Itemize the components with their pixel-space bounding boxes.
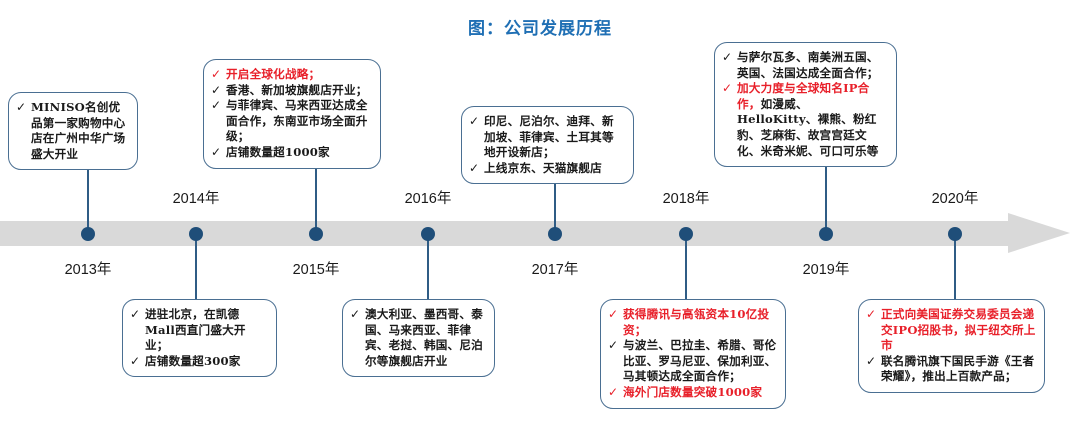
callout-item-text: 香港、新加坡旗舰店开业；	[226, 82, 368, 97]
timeline-year-label: 2017年	[531, 262, 579, 278]
check-icon: ✓	[350, 307, 361, 321]
callout-box-2015[interactable]: ✓ 开启全球化战略； ✓ 香港、新加坡旗舰店开业； ✓ 与菲律宾、马来西亚达成全面合作，东…	[203, 59, 381, 169]
check-icon: ✓	[211, 82, 222, 97]
page-title: 图：公司发展历程	[468, 19, 612, 39]
check-icon: ✓	[16, 100, 27, 114]
callout-item: ✓ 店铺数量超300家	[130, 354, 268, 370]
callout-item-text: 联名腾讯旗下国民手游《王者荣耀》，推出上百款产品；	[881, 353, 1035, 384]
callout-item: ✓ 上线京东、天猫旗舰店	[469, 161, 625, 177]
callout-item-text: 获得腾讯与高瓴资本10亿投资；	[623, 307, 770, 337]
callout-box-2017[interactable]: ✓ 印尼、尼泊尔、迪拜、新加坡、菲律宾、土耳其等地开设新店； ✓ 上线京东、天猫旗舰店	[461, 106, 634, 185]
callout-box-2019[interactable]: ✓ 与萨尔瓦多、南美洲五国、英国、法国达成全面合作； ✓ 加大力度与全球知名IP合作，…	[714, 42, 897, 168]
callout-item: ✓ 正式向美国证券交易委员会递交IPO招股书，拟于纽交所上市	[866, 307, 1036, 354]
callout-item: ✓ 香港、新加坡旗舰店开业；	[211, 83, 372, 99]
check-icon: ✓	[722, 81, 733, 96]
check-icon: ✓	[469, 160, 480, 175]
callout-item: ✓ 海外门店数量突破1000家	[608, 385, 777, 401]
check-icon: ✓	[866, 307, 877, 321]
check-icon: ✓	[211, 67, 222, 81]
callout-item-text: 开启全球化战略；	[226, 67, 321, 81]
timeline-dot[interactable]	[819, 227, 833, 241]
connector-line	[87, 170, 89, 234]
check-icon: ✓	[866, 353, 877, 368]
timeline-axis	[0, 213, 1080, 253]
callout-item-text: 店铺数量超1000家	[226, 144, 330, 159]
connector-line	[195, 234, 197, 299]
timeline-dot[interactable]	[81, 227, 95, 241]
timeline-year-label: 2016年	[404, 191, 452, 207]
callout-item: ✓ 加大力度与全球知名IP合作，如漫威、HelloKitty、裸熊、粉红豹、芝麻街…	[722, 81, 888, 159]
callout-item-text: 与波兰、巴拉圭、希腊、哥伦比亚、罗马尼亚、保加利亚、马其顿达成全面合作；	[623, 338, 777, 384]
connector-line	[825, 167, 827, 234]
callout-box-2020[interactable]: ✓ 正式向美国证券交易委员会递交IPO招股书，拟于纽交所上市 ✓ 联名腾讯旗下国民手游…	[858, 299, 1045, 393]
connector-line	[427, 234, 429, 299]
callout-item-text: 上线京东、天猫旗舰店	[484, 160, 602, 175]
check-icon: ✓	[211, 144, 222, 159]
callout-box-2013[interactable]: ✓ MINISO名创优品第一家购物中心店在广州中华广场盛大开业	[8, 92, 138, 171]
timeline-bar	[0, 221, 1015, 246]
check-icon: ✓	[130, 307, 141, 321]
callout-item: ✓ 开启全球化战略；	[211, 67, 372, 83]
callout-item: ✓ 进驻北京，在凯德Mall西直门盛大开业；	[130, 307, 268, 354]
callout-box-2016[interactable]: ✓ 澳大利亚、墨西哥、泰国、马来西亚、菲律宾、老挝、韩国、尼泊尔等旗舰店开业	[342, 299, 495, 378]
callout-item-text: 店铺数量超300家	[145, 353, 241, 368]
timeline-year-label: 2015年	[292, 262, 340, 278]
check-icon: ✓	[722, 50, 733, 64]
connector-line	[685, 234, 687, 299]
timeline-year-label: 2019年	[802, 262, 850, 278]
connector-line	[954, 234, 956, 299]
callout-item: ✓ 与菲律宾、马来西亚达成全面合作，东南亚市场全面升级；	[211, 98, 372, 145]
timeline-year-label: 2020年	[931, 191, 979, 207]
callout-box-2018[interactable]: ✓ 获得腾讯与高瓴资本10亿投资； ✓ 与波兰、巴拉圭、希腊、哥伦比亚、罗马尼亚、保加…	[600, 299, 786, 409]
callout-item: ✓ 与波兰、巴拉圭、希腊、哥伦比亚、罗马尼亚、保加利亚、马其顿达成全面合作；	[608, 338, 777, 385]
timeline-year-label: 2014年	[172, 191, 220, 207]
check-icon: ✓	[130, 353, 141, 368]
check-icon: ✓	[608, 307, 619, 321]
timeline-dot[interactable]	[309, 227, 323, 241]
callout-item-text: 海外门店数量突破1000家	[623, 384, 763, 399]
callout-item-text: 澳大利亚、墨西哥、泰国、马来西亚、菲律宾、老挝、韩国、尼泊尔等旗舰店开业	[365, 307, 483, 368]
callout-item: ✓ 澳大利亚、墨西哥、泰国、马来西亚、菲律宾、老挝、韩国、尼泊尔等旗舰店开业	[350, 307, 486, 369]
timeline-dot[interactable]	[548, 227, 562, 241]
check-icon: ✓	[608, 338, 619, 353]
timeline-dot[interactable]	[421, 227, 435, 241]
callout-item-text: 与菲律宾、马来西亚达成全面合作，东南亚市场全面升级；	[226, 98, 368, 144]
callout-box-2014[interactable]: ✓ 进驻北京，在凯德Mall西直门盛大开业； ✓ 店铺数量超300家	[122, 299, 277, 378]
timeline-year-label: 2018年	[662, 191, 710, 207]
connector-line	[554, 184, 556, 234]
timeline-dot[interactable]	[948, 227, 962, 241]
callout-item-text: 印尼、尼泊尔、迪拜、新加坡、菲律宾、土耳其等地开设新店；	[484, 114, 614, 160]
callout-item-text-secondary: 如漫威、HelloKitty、裸熊、粉红豹、芝麻街、故宫宫廷文化、米奇米妮、可口…	[737, 96, 879, 158]
connector-line	[315, 169, 317, 234]
callout-item: ✓ 印尼、尼泊尔、迪拜、新加坡、菲律宾、土耳其等地开设新店；	[469, 114, 625, 161]
timeline-year-label: 2013年	[64, 262, 112, 278]
callout-item-text: 与萨尔瓦多、南美洲五国、英国、法国达成全面合作；	[737, 50, 879, 80]
callout-item: ✓ 获得腾讯与高瓴资本10亿投资；	[608, 307, 777, 338]
check-icon: ✓	[469, 114, 480, 128]
callout-item-text: 进驻北京，在凯德Mall西直门盛大开业；	[145, 307, 246, 353]
timeline-dot[interactable]	[189, 227, 203, 241]
callout-item: ✓ 与萨尔瓦多、南美洲五国、英国、法国达成全面合作；	[722, 50, 888, 81]
callout-item: ✓ 店铺数量超1000家	[211, 145, 372, 161]
callout-item: ✓ MINISO名创优品第一家购物中心店在广州中华广场盛大开业	[16, 100, 129, 162]
callout-item-text: 正式向美国证券交易委员会递交IPO招股书，拟于纽交所上市	[881, 307, 1036, 353]
check-icon: ✓	[608, 384, 619, 399]
callout-item-text: MINISO名创优品第一家购物中心店在广州中华广场盛大开业	[31, 100, 126, 161]
timeline-dot[interactable]	[679, 227, 693, 241]
timeline-arrow-head-icon	[1008, 213, 1070, 253]
check-icon: ✓	[211, 98, 222, 113]
callout-item: ✓ 联名腾讯旗下国民手游《王者荣耀》，推出上百款产品；	[866, 354, 1036, 385]
callout-item-text: 加大力度与全球知名IP合作，如漫威、HelloKitty、裸熊、粉红豹、芝麻街、…	[737, 81, 879, 158]
